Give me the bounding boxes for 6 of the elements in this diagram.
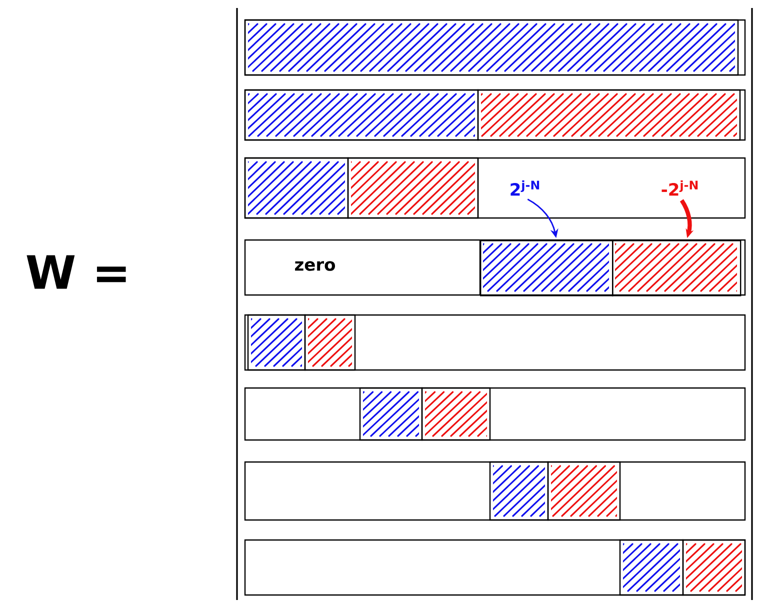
value-label: 2$^{j-N}$: [510, 180, 540, 196]
hatched-block: [480, 240, 614, 296]
value-label: -2$^{j-N}$: [662, 180, 698, 196]
equation-label: W =: [26, 255, 126, 289]
block-label: zero: [295, 261, 335, 271]
hatched-block: [612, 240, 742, 296]
